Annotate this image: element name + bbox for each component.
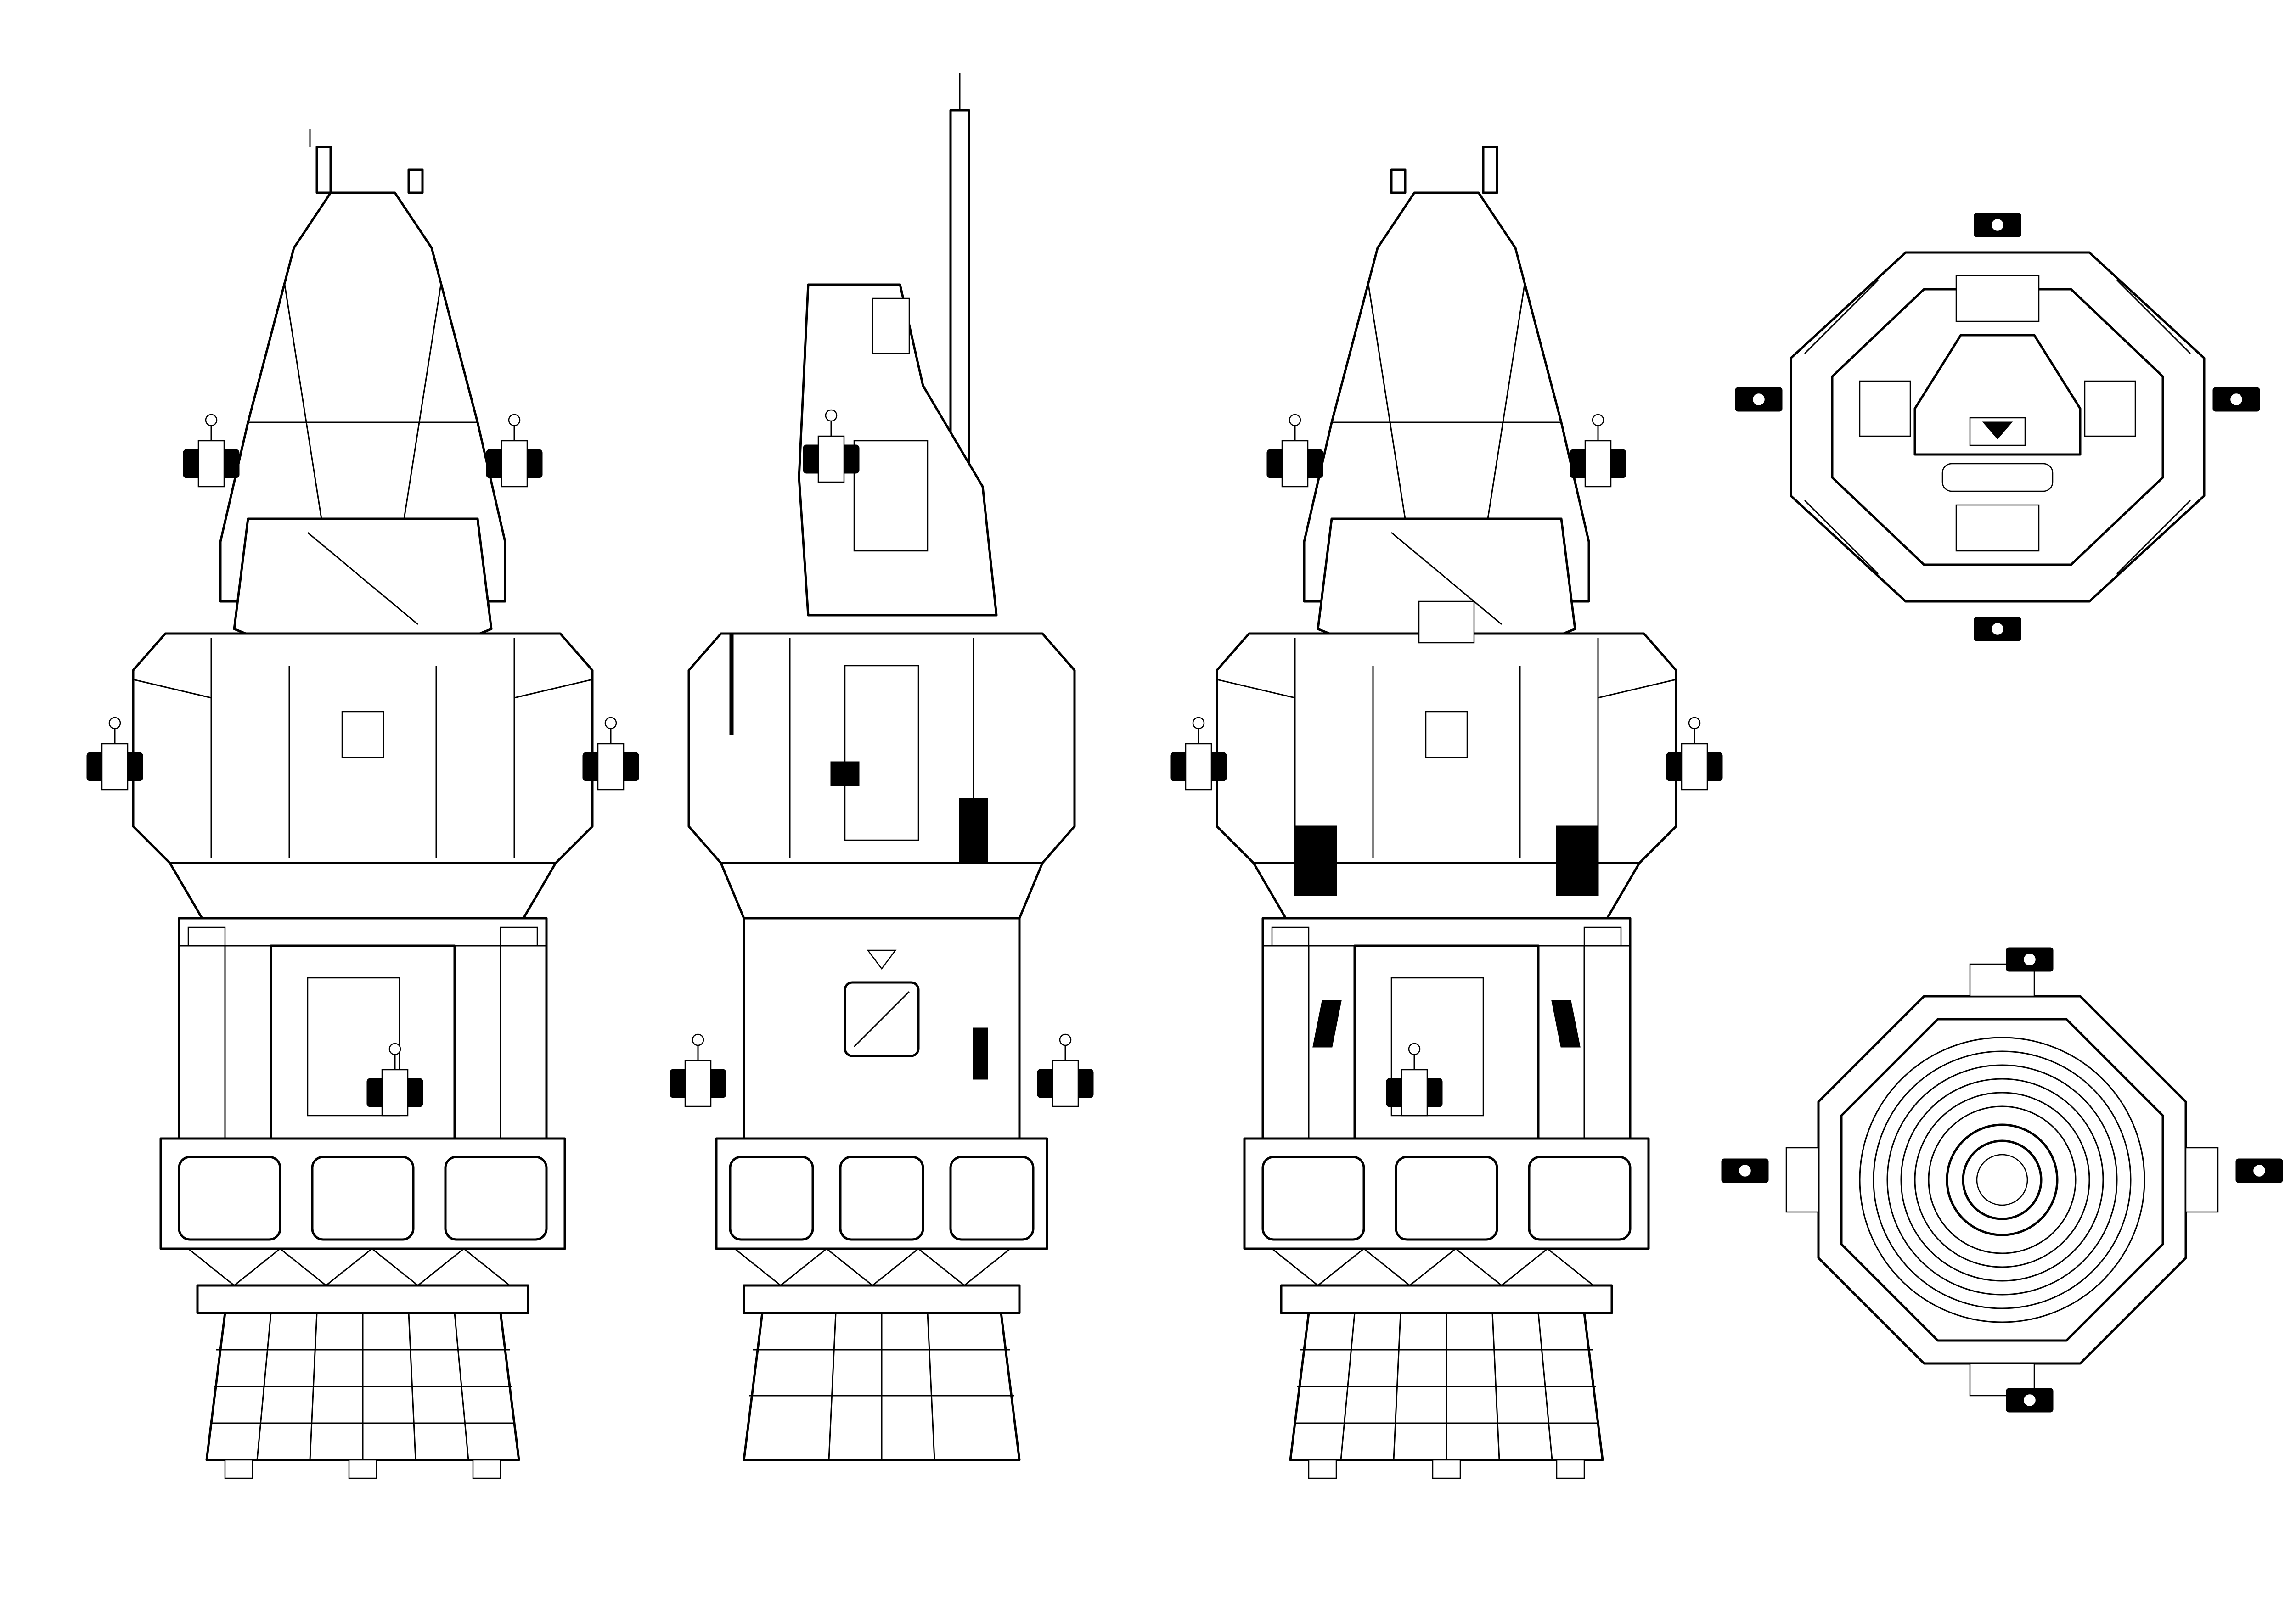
bottom-view [1721, 947, 2283, 1413]
front-view [86, 129, 639, 1478]
side-view [670, 73, 1094, 1461]
top-view [1735, 213, 2260, 641]
back-view [1170, 146, 1723, 1478]
